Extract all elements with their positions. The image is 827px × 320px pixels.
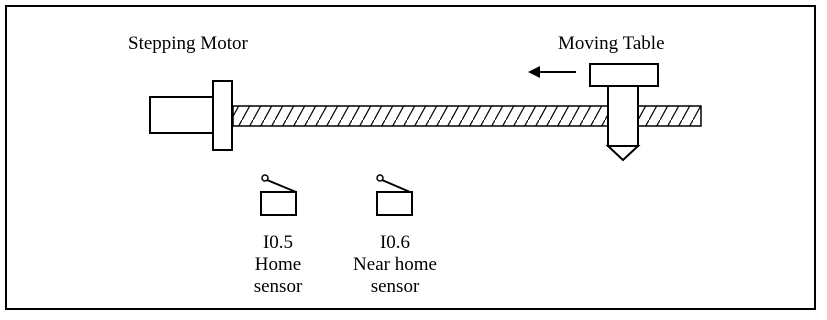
home-sensor-name-line1: Home [254,254,302,275]
home-sensor-address: I0.5 [262,232,294,253]
near-home-sensor-label: I0.6 Near home sensor [335,232,455,298]
stepping-motor [149,80,233,151]
diagram-frame [5,5,816,310]
home-sensor-label: I0.5 Home sensor [228,232,328,298]
near-home-sensor-name-line1: Near home [353,254,437,275]
near-home-sensor-switch [376,174,413,216]
near-home-sensor-address: I0.6 [379,232,411,253]
left-arrow-icon [528,66,576,78]
home-sensor-name-line2: sensor [253,276,303,297]
home-sensor-switch [260,174,297,216]
moving-table-label: Moving Table [558,33,665,54]
near-home-sensor-name-line2: sensor [370,276,420,297]
moving-table [589,63,659,162]
stepping-motor-label: Stepping Motor [128,33,248,54]
